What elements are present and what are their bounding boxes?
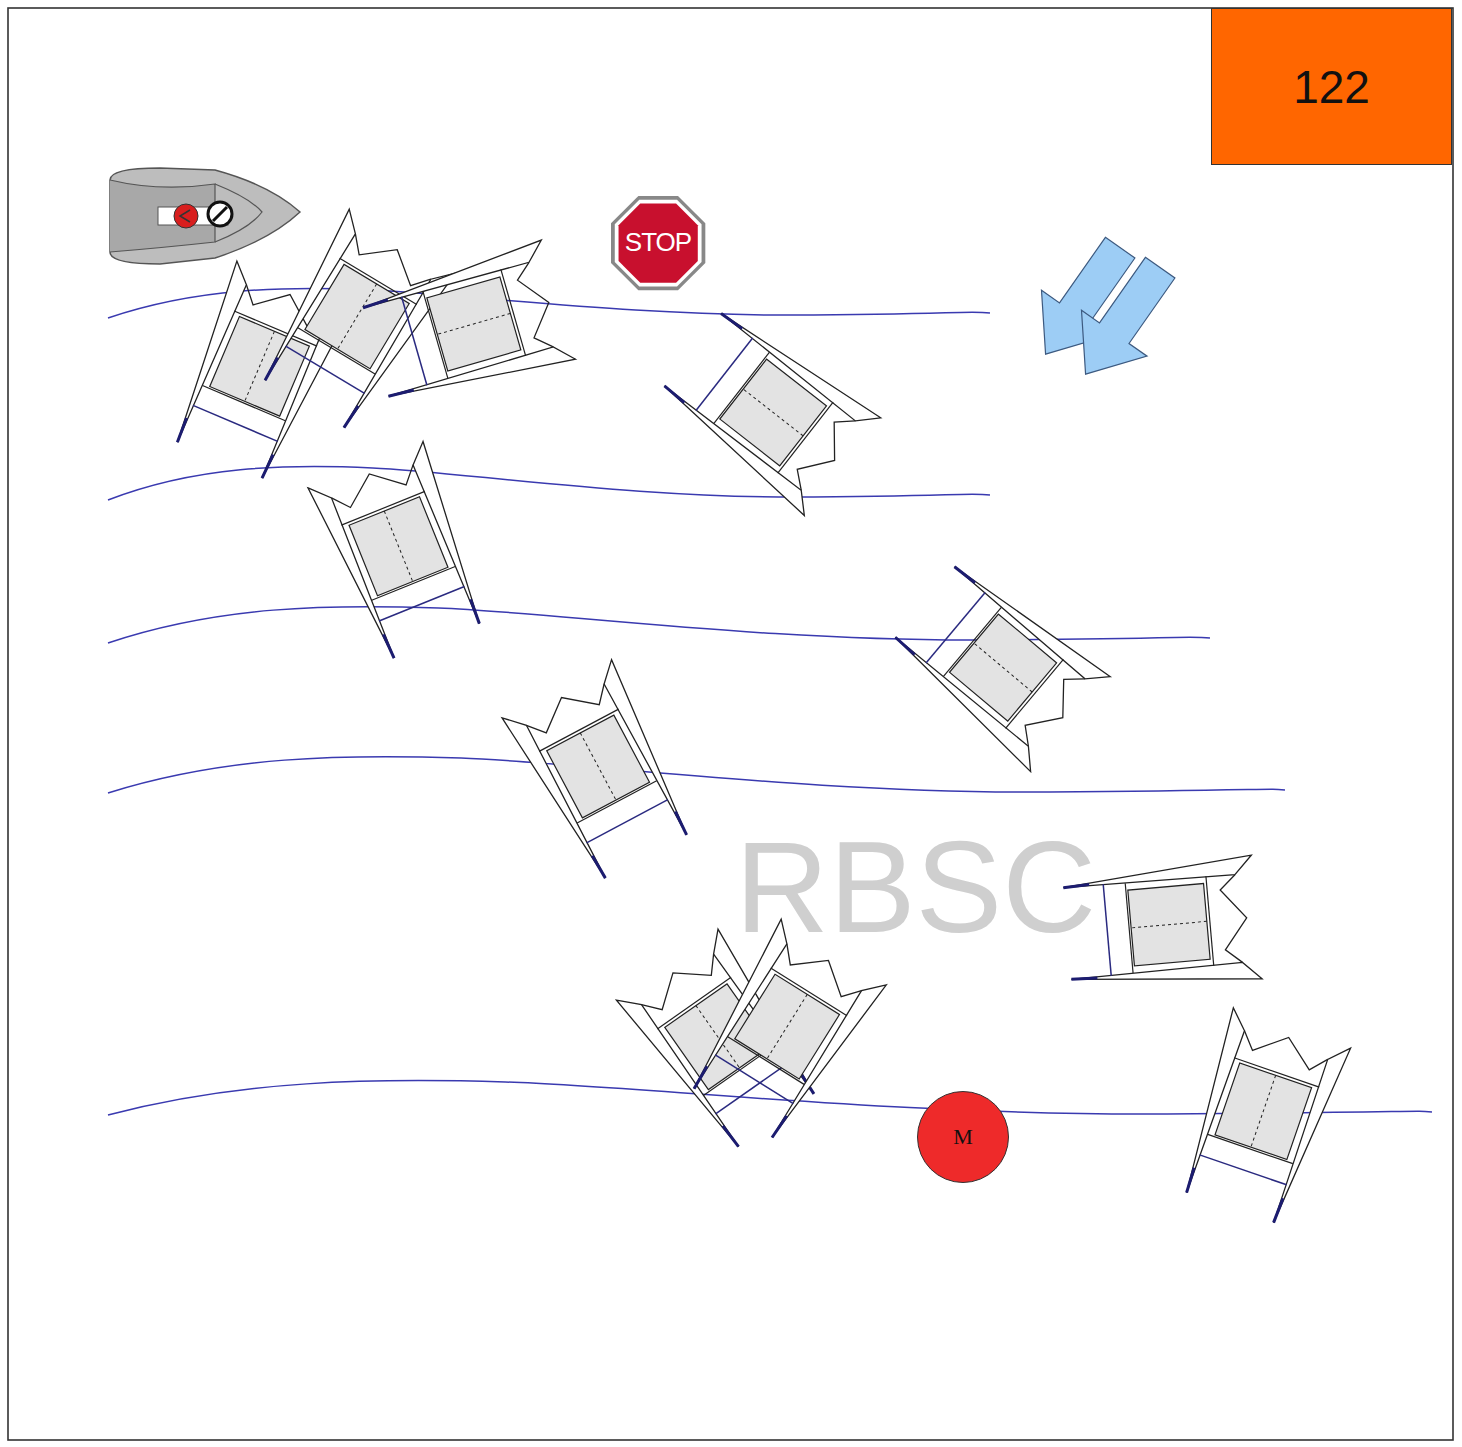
catamaran [680, 919, 886, 1146]
frame [8, 8, 1453, 1440]
catamaran [655, 301, 881, 516]
mark-buoy: M [917, 1091, 1009, 1183]
stop-sign: STOP [611, 196, 705, 290]
wave-line [108, 757, 1285, 793]
catamaran [359, 240, 576, 412]
number-box: 122 [1211, 8, 1452, 165]
catamaran [502, 660, 701, 886]
wind-arrow [1053, 245, 1193, 397]
stop-text: STOP [625, 227, 691, 258]
mark-letter: M [953, 1124, 973, 1150]
catamaran [1171, 1008, 1350, 1228]
catamaran [308, 441, 494, 664]
catamaran [163, 261, 351, 484]
sheet-number: 122 [1293, 60, 1370, 114]
committee-boat [110, 168, 300, 264]
watermark: RBSC [735, 822, 1096, 952]
catamaran [885, 555, 1110, 772]
wave-line [108, 467, 990, 500]
catamaran [251, 209, 455, 436]
